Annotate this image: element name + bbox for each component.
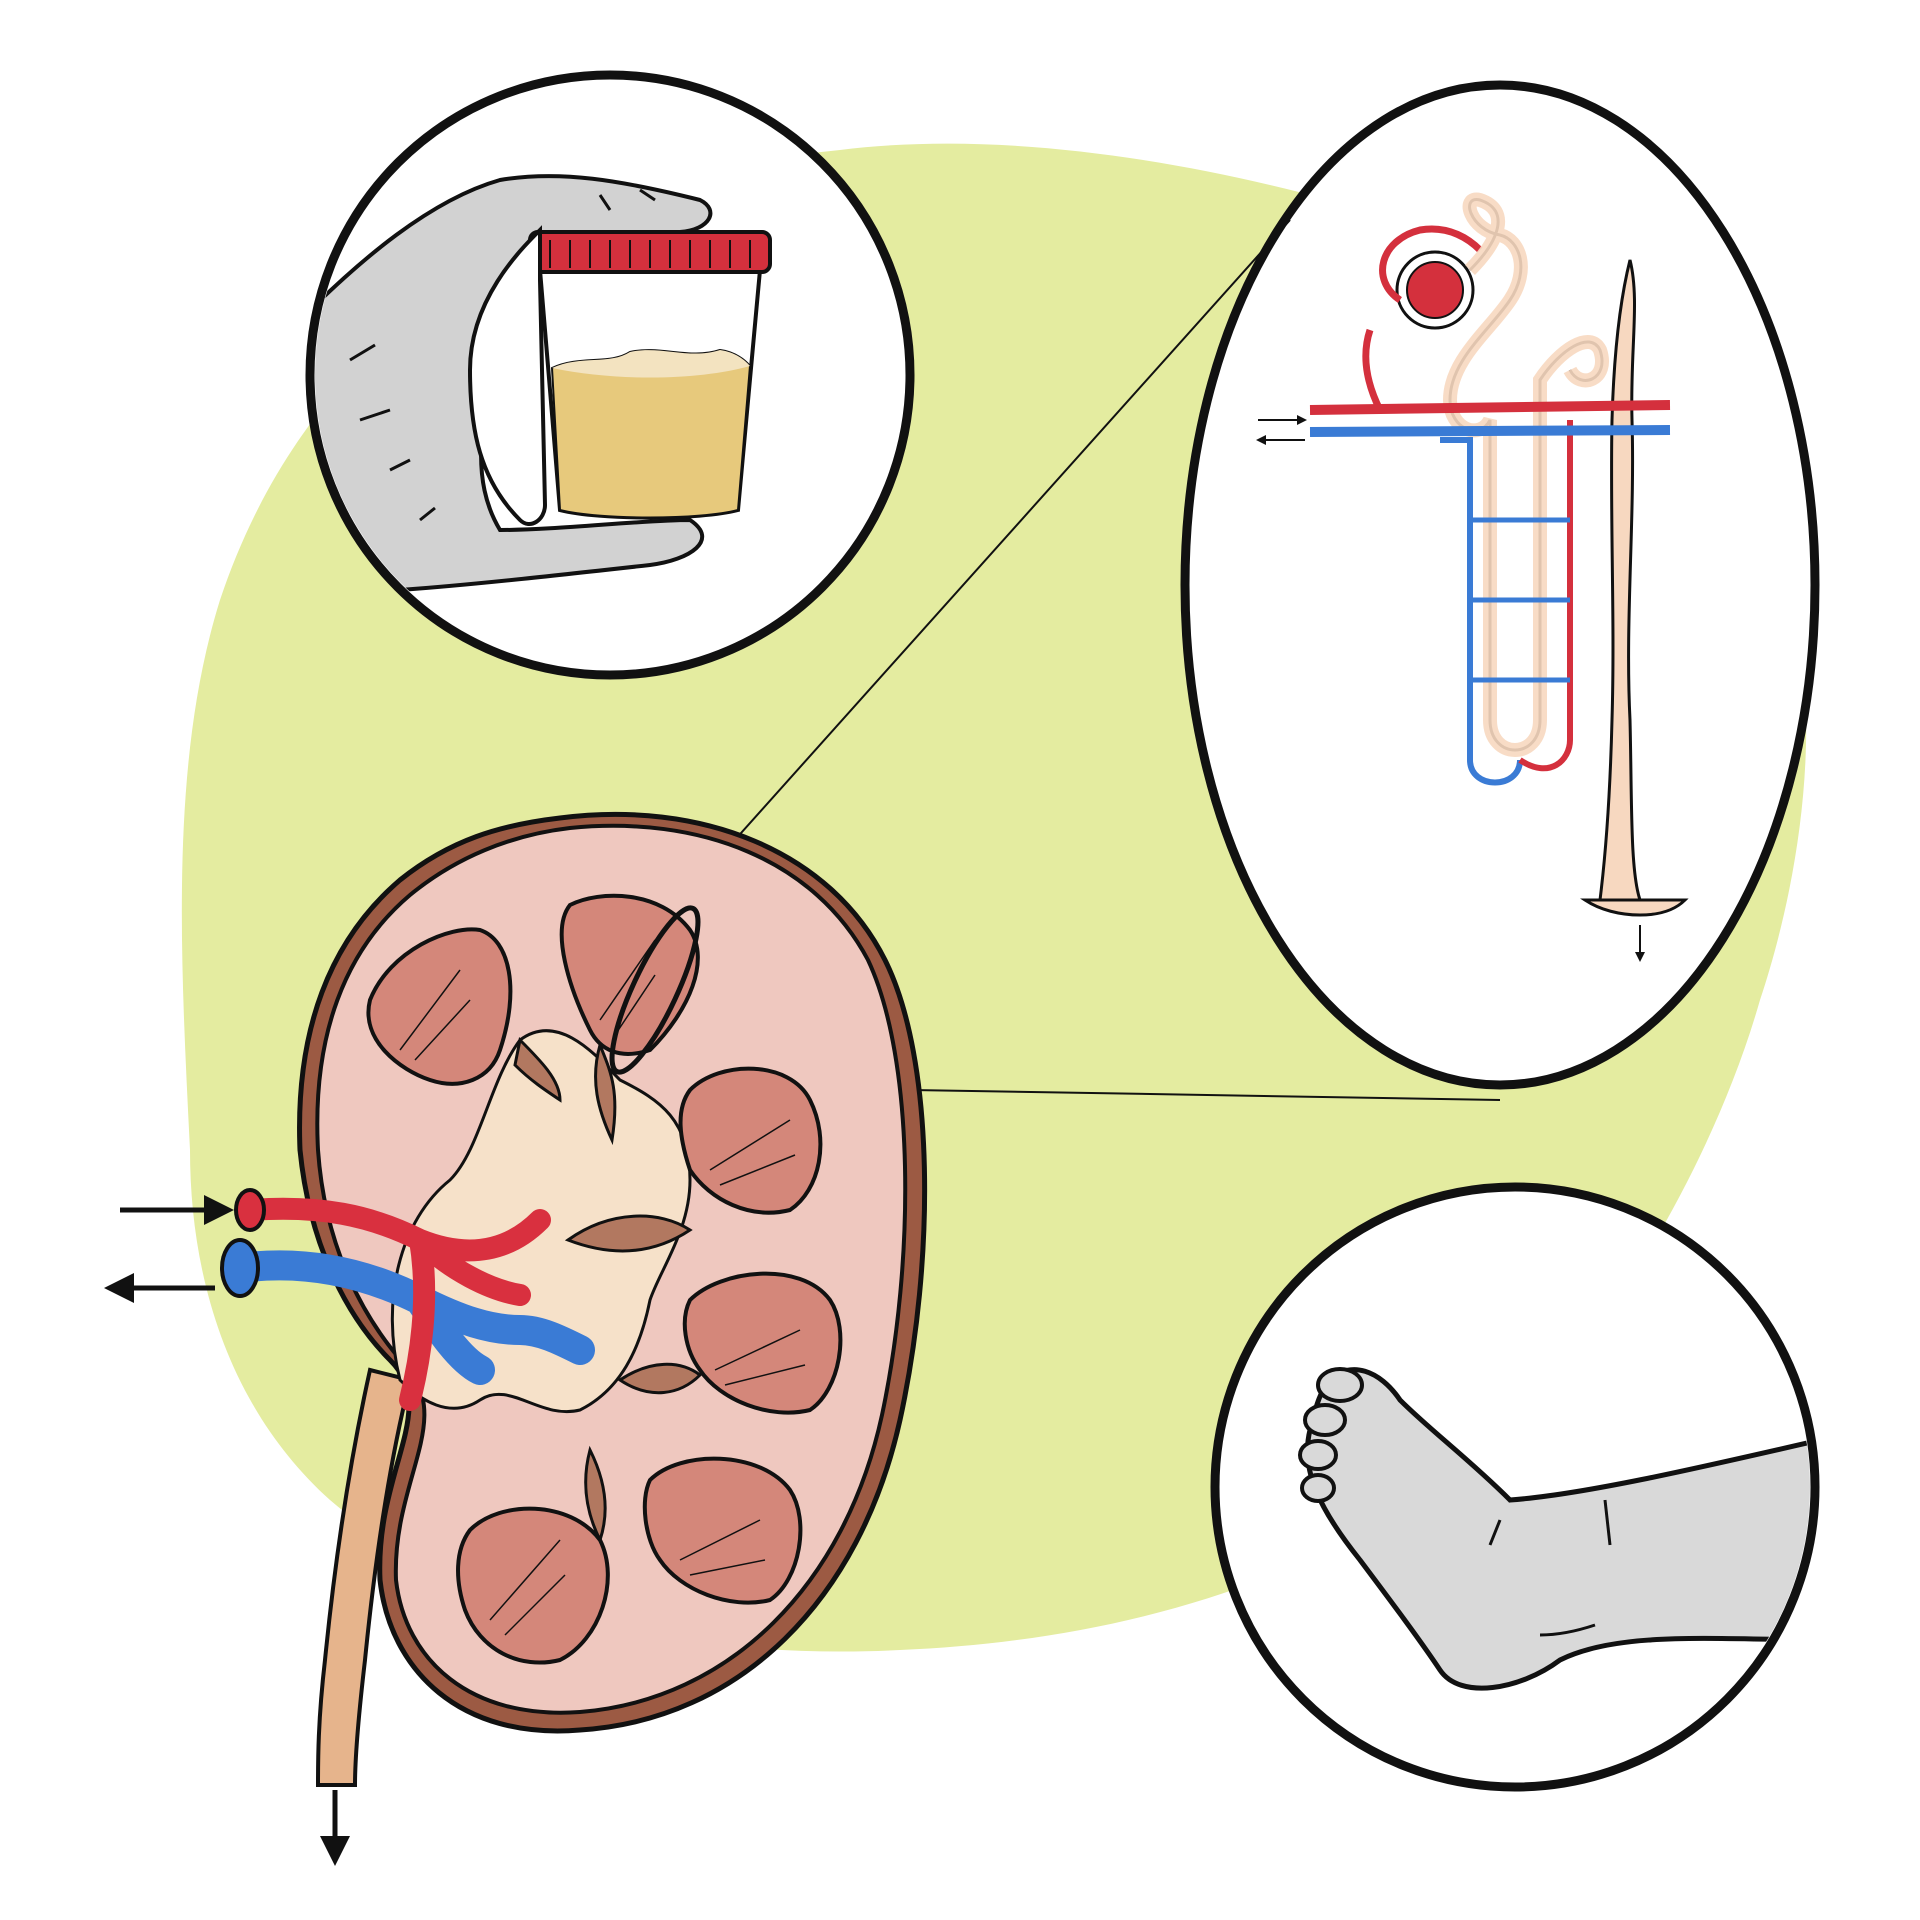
renal-pyramid bbox=[678, 1066, 823, 1215]
minor-calyx bbox=[617, 1362, 703, 1395]
minor-calyx bbox=[564, 1214, 693, 1253]
zoom-line-upper bbox=[689, 219, 1291, 891]
nephron-zoom-marker bbox=[609, 905, 701, 1075]
vasa-recta-artery bbox=[1518, 420, 1573, 772]
nephron-callout bbox=[1180, 80, 1820, 1090]
minor-calyx bbox=[594, 1040, 617, 1146]
renal-pyramid bbox=[456, 1506, 610, 1665]
arcuate-vein bbox=[1309, 425, 1671, 437]
renal-pyramid bbox=[642, 1456, 803, 1605]
minor-calyx bbox=[584, 1445, 607, 1544]
renal-pyramid bbox=[682, 1271, 843, 1415]
arcuate-artery bbox=[1309, 400, 1671, 415]
edema-foot-callout bbox=[1210, 1182, 1820, 1792]
urine-sample-callout bbox=[305, 70, 915, 680]
vasa-recta-vein bbox=[1440, 437, 1523, 786]
renal-artery bbox=[239, 1197, 551, 1411]
swollen-foot bbox=[1304, 1367, 1810, 1691]
renal-pyramid bbox=[559, 893, 700, 1056]
minor-calyx bbox=[513, 1036, 562, 1103]
kidney-cross-section bbox=[220, 811, 928, 1787]
